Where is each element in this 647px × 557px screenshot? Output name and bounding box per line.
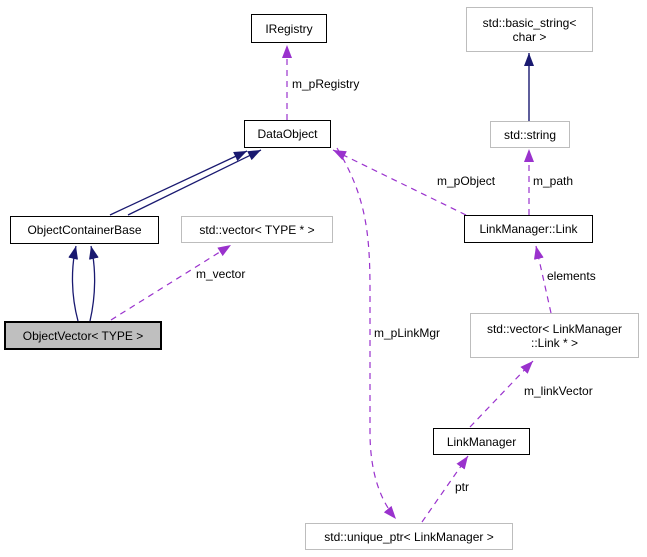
edge-label-elements: elements	[547, 269, 596, 283]
node-label-line1: std::vector< LinkManager	[486, 321, 623, 336]
edge-m-plinkmgr	[336, 147, 397, 520]
node-dataobject[interactable]: DataObject	[244, 120, 331, 148]
node-object-vector: ObjectVector< TYPE >	[4, 321, 162, 350]
node-std-basic-string: std::basic_string< char >	[466, 7, 593, 52]
node-label: LinkManager	[446, 434, 517, 449]
edge-label-m-pobject: m_pObject	[437, 174, 496, 188]
edge-inherit-ov-2	[89, 245, 99, 322]
node-label-line2: ::Link * >	[530, 335, 579, 350]
node-object-container-base[interactable]: ObjectContainerBase	[10, 216, 159, 244]
node-label: ObjectContainerBase	[27, 223, 142, 237]
node-label-line2: char >	[512, 29, 547, 44]
edge-m-vector	[110, 244, 232, 321]
edge-inherit-ocb-1	[109, 150, 248, 216]
node-label: std::string	[503, 127, 557, 142]
edge-m-pobject	[332, 149, 467, 216]
edge-label-m-plinkmgr: m_pLinkMgr	[374, 326, 441, 340]
node-std-vector-linkmanager-link: std::vector< LinkManager ::Link * >	[470, 313, 639, 358]
edge-label-m-path: m_path	[533, 174, 574, 188]
node-std-string: std::string	[490, 121, 570, 148]
edge-label-m-pregistry: m_pRegistry	[292, 77, 360, 91]
node-label: std::vector< TYPE * >	[199, 222, 315, 237]
edge-m-linkvector	[469, 360, 534, 428]
edge-elements	[533, 245, 552, 314]
node-label: IRegistry	[265, 21, 313, 36]
edge-inherit-ocb-2	[127, 149, 262, 216]
edge-ptr	[421, 455, 469, 523]
edge-label-ptr: ptr	[455, 480, 470, 494]
node-label: ObjectVector< TYPE >	[22, 328, 144, 343]
node-std-unique-ptr: std::unique_ptr< LinkManager >	[305, 523, 513, 550]
node-label: std::unique_ptr< LinkManager >	[324, 529, 494, 544]
node-iregistry[interactable]: IRegistry	[251, 14, 327, 43]
edge-label-m-linkvector: m_linkVector	[524, 384, 593, 398]
edge-label-m-vector: m_vector	[196, 267, 246, 281]
node-linkmanager-link[interactable]: LinkManager::Link	[464, 215, 593, 243]
edge-inherit-ov-1	[68, 245, 79, 322]
node-label: LinkManager::Link	[479, 222, 578, 236]
node-std-vector-type: std::vector< TYPE * >	[181, 216, 333, 243]
node-label-line1: std::basic_string<	[482, 15, 577, 30]
node-label: DataObject	[257, 127, 318, 141]
node-linkmanager[interactable]: LinkManager	[433, 428, 530, 455]
